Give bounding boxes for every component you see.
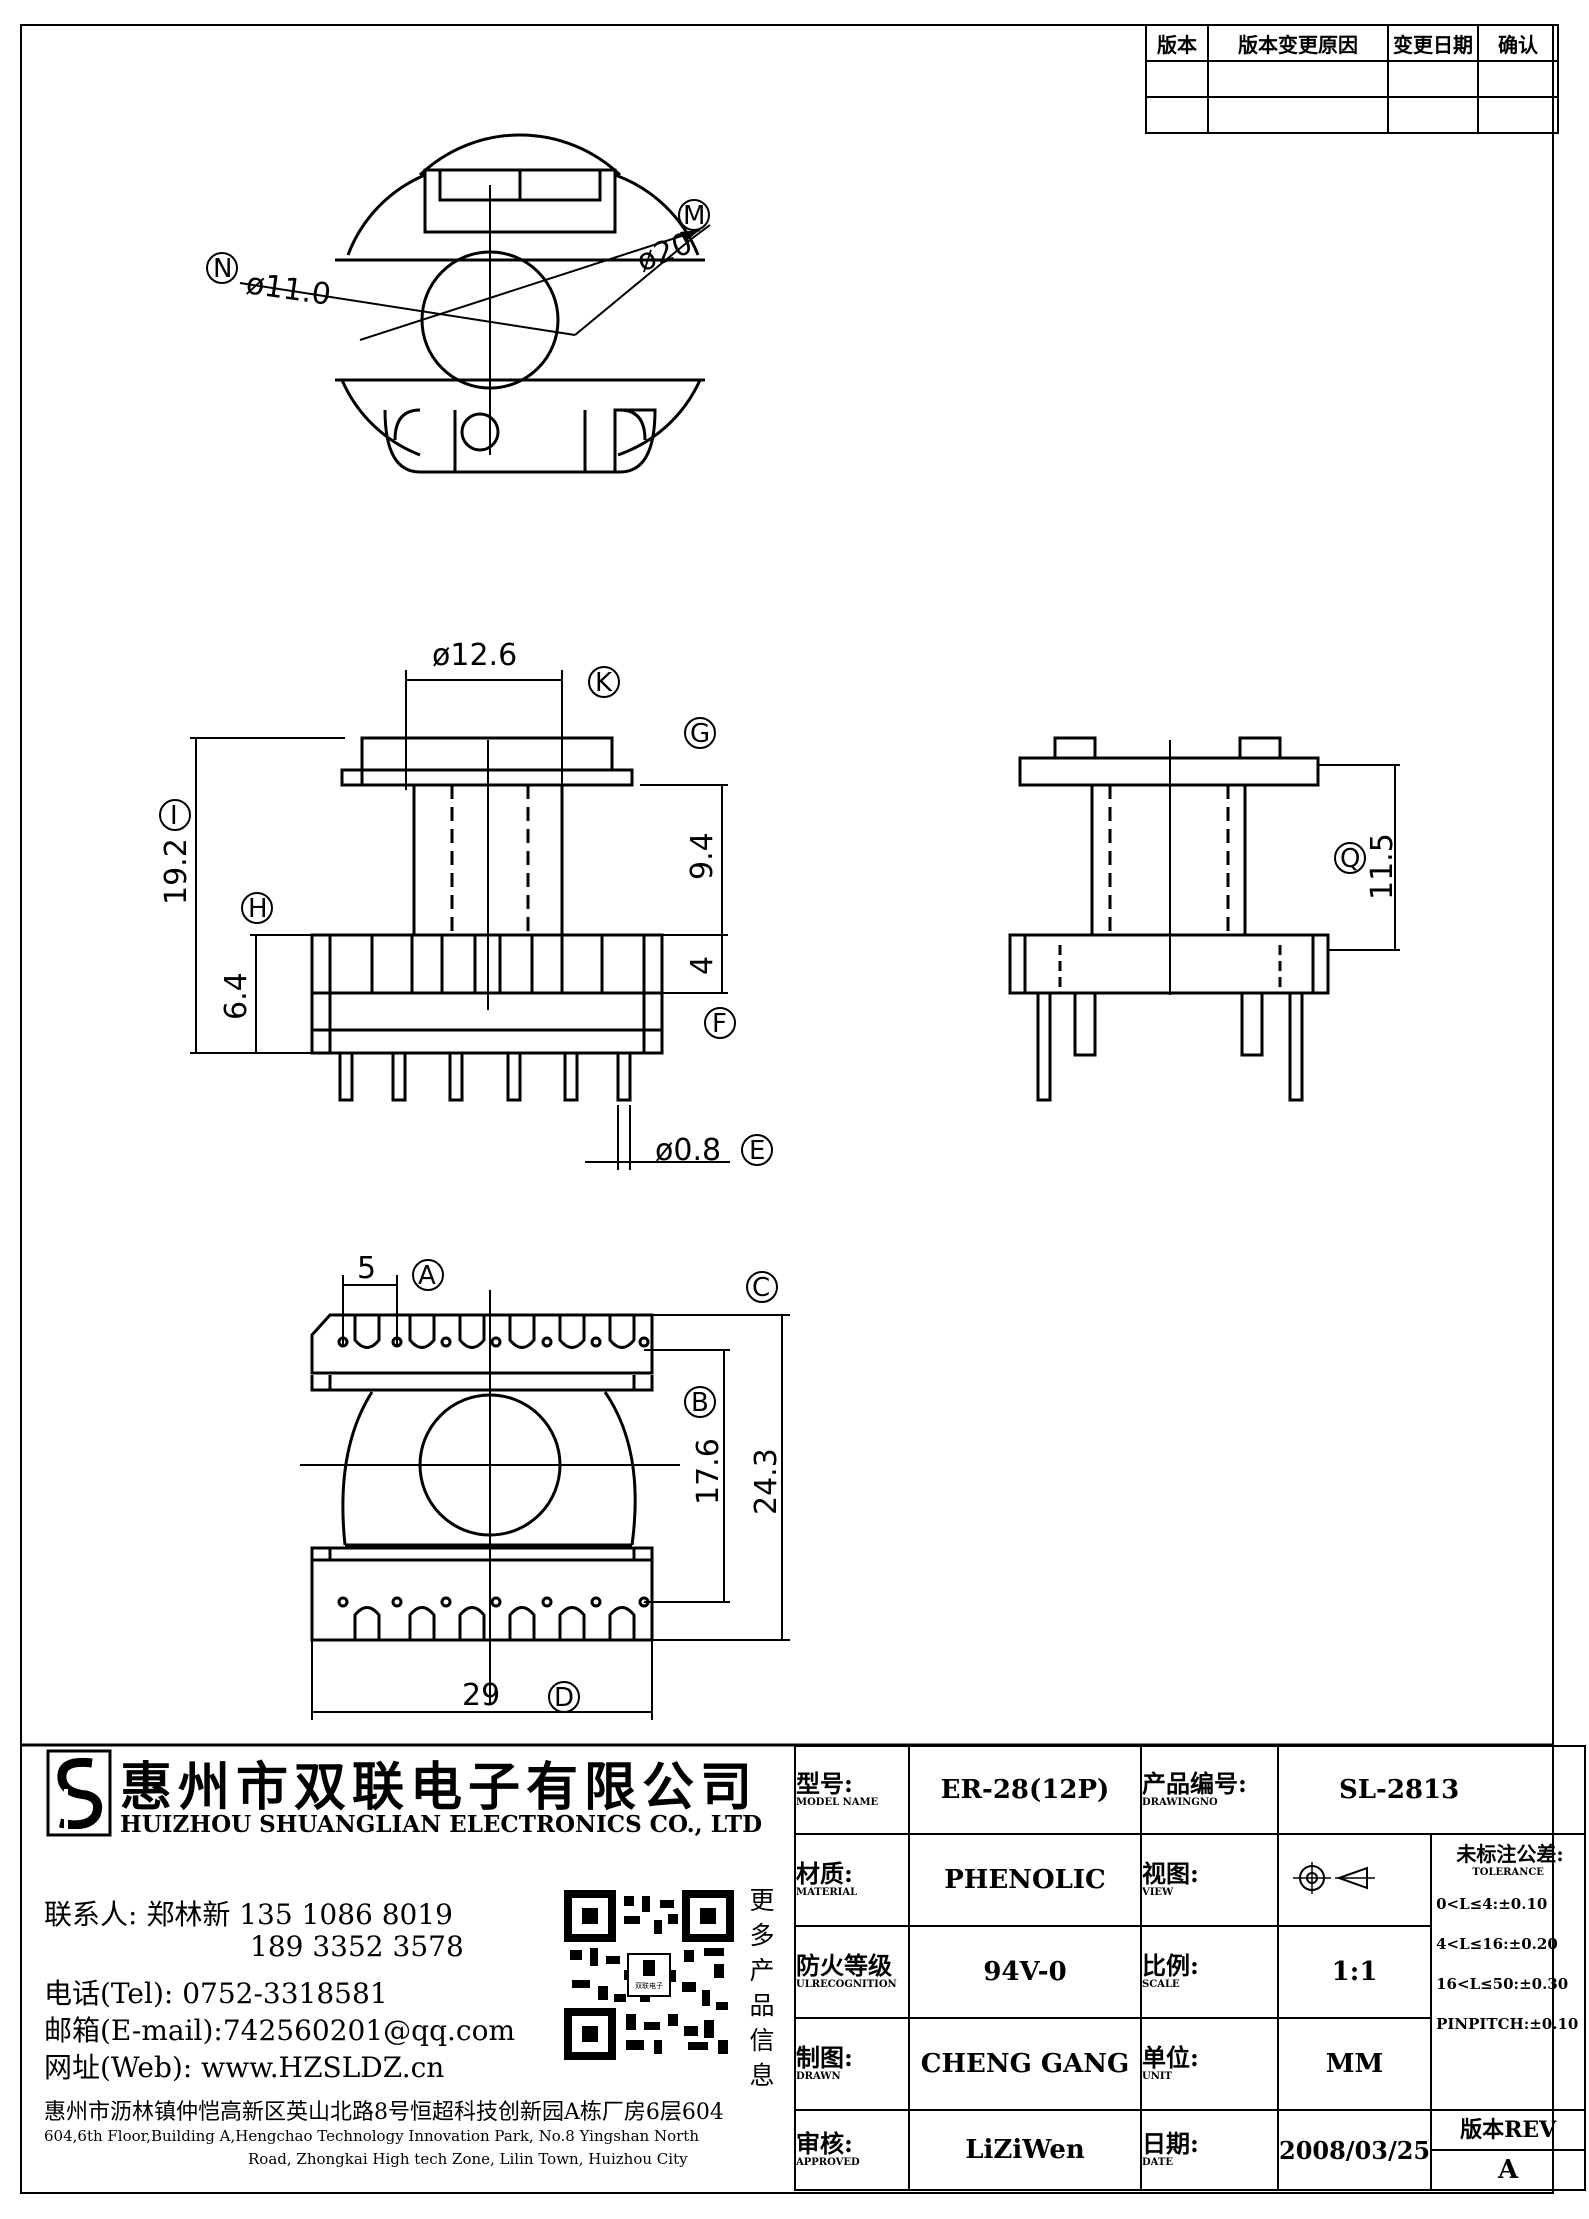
- drawing-label-cell: 产品编号:DRAWINGNO: [1140, 1745, 1279, 1835]
- rev-cell: 版本REV A: [1430, 2109, 1587, 2191]
- front-dim-4: 4: [685, 956, 720, 975]
- balloon-D: D: [554, 1683, 574, 1713]
- fire-value: 94V-0: [908, 1925, 1142, 2019]
- front-dim-0-8: ø0.8: [655, 1133, 721, 1168]
- bottom-dim-5: 5: [357, 1251, 376, 1286]
- email-line: 邮箱(E-mail):742560201@qq.com: [44, 2014, 516, 2047]
- address-cn: 惠州市沥林镇仲恺高新区英山北路8号恒超科技创新园A栋厂房6层604: [44, 2100, 724, 2125]
- balloon-F: F: [712, 1009, 727, 1039]
- front-dim-6-4: 6.4: [219, 972, 254, 1020]
- side-dim-11-5: 11.5: [1365, 833, 1400, 900]
- date-label-cell: 日期:DATE: [1140, 2109, 1279, 2191]
- qr-caption: 更 多 产 品 信 息: [749, 1886, 775, 2090]
- unit-label-cell: 单位:UNIT: [1140, 2017, 1279, 2111]
- company-logo-icon: [46, 1749, 112, 1837]
- rev-header-reason: 版本变更原因: [1207, 24, 1389, 62]
- scale-label-cell: 比例:SCALE: [1140, 1925, 1279, 2019]
- material-value: PHENOLIC: [908, 1833, 1142, 1927]
- front-view: [190, 670, 730, 1170]
- model-label-cell: 型号:MODEL NAME: [794, 1745, 910, 1835]
- tel-line: 电话(Tel): 0752-3318581: [44, 1977, 388, 2010]
- company-name-en: HUIZHOU SHUANGLIAN ELECTRONICS CO., LTD: [120, 1811, 763, 1838]
- drawing-frame: [20, 24, 1554, 2194]
- unit-value: MM: [1276, 2017, 1433, 2111]
- qr-code-icon[interactable]: 双联电子: [564, 1890, 734, 2060]
- bottom-view: [300, 1275, 790, 1720]
- bottom-dim-29: 29: [462, 1678, 500, 1713]
- approved-label-cell: 审核:APPROVED: [794, 2109, 910, 2191]
- drawn-value: CHENG GANG: [908, 2017, 1142, 2111]
- rev-header-date: 变更日期: [1387, 24, 1479, 62]
- balloon-G: G: [690, 719, 710, 749]
- company-block: 惠州市双联电子有限公司 HUIZHOU SHUANGLIAN ELECTRONI…: [24, 1745, 784, 2190]
- front-dim-19-2: 19.2: [159, 838, 194, 905]
- contact-line-2: 189 3352 3578: [250, 1930, 464, 1963]
- balloon-C: C: [752, 1273, 770, 1303]
- projection-symbol-icon: [1293, 1862, 1375, 1894]
- address-en-2: Road, Zhongkai High tech Zone, Lilin Tow…: [248, 2150, 688, 2168]
- balloon-E: E: [749, 1136, 765, 1166]
- bottom-dim-24-3: 24.3: [749, 1448, 784, 1515]
- bottom-dim-17-6: 17.6: [691, 1438, 726, 1505]
- material-label-cell: 材质:MATERIAL: [794, 1833, 910, 1927]
- front-balloons: [159, 666, 773, 1166]
- projection-symbol-cell: [1276, 1833, 1433, 1927]
- address-en-1: 604,6th Floor,Building A,Hengchao Techno…: [44, 2127, 699, 2145]
- rev-header-version: 版本: [1145, 24, 1209, 62]
- side-view: [1008, 736, 1400, 1102]
- title-block: 型号:MODEL NAME ER-28(12P) 产品编号:DRAWINGNO …: [794, 1745, 1587, 2191]
- contact-line: 联系人: 郑林新 135 1086 8019: [44, 1898, 453, 1931]
- bottom-balloons: [412, 1259, 778, 1713]
- balloon-H: H: [248, 894, 268, 924]
- date-value: 2008/03/25: [1276, 2109, 1433, 2191]
- scale-value: 1:1: [1276, 1925, 1433, 2019]
- web-line: 网址(Web): www.HZSLDZ.cn: [44, 2051, 445, 2084]
- revision-table: 版本 版本变更原因 变更日期 确认: [1145, 24, 1559, 134]
- balloon-Q: Q: [1340, 844, 1360, 874]
- balloon-M: M: [683, 201, 705, 231]
- front-dim-12-6: ø12.6: [432, 638, 517, 673]
- balloon-N: N: [213, 254, 232, 284]
- balloon-B: B: [691, 1388, 709, 1418]
- balloon-K: K: [595, 668, 613, 698]
- top-view: [239, 133, 711, 474]
- model-value: ER-28(12P): [908, 1745, 1142, 1835]
- side-balloons: [1334, 842, 1366, 874]
- company-name-cn: 惠州市双联电子有限公司: [120, 1757, 759, 1818]
- top-balloons: [206, 199, 710, 284]
- front-dim-9-4: 9.4: [685, 832, 720, 880]
- tolerance-cell: 未标注公差: TOLERANCE 0<L≤4:±0.10 4<L≤16:±0.2…: [1430, 1833, 1587, 2111]
- drawing-value: SL-2813: [1276, 1745, 1587, 1835]
- balloon-A: A: [418, 1261, 436, 1291]
- balloon-I: I: [170, 801, 178, 831]
- qr-center-label: 双联电子: [635, 1981, 663, 1990]
- approved-value: LiZiWen: [908, 2109, 1142, 2191]
- drawn-label-cell: 制图:DRAWN: [794, 2017, 910, 2111]
- rev-header-confirm: 确认: [1477, 24, 1559, 62]
- view-label-cell: 视图:VIEW: [1140, 1833, 1279, 1927]
- top-dim-11: ø11.0: [244, 266, 333, 313]
